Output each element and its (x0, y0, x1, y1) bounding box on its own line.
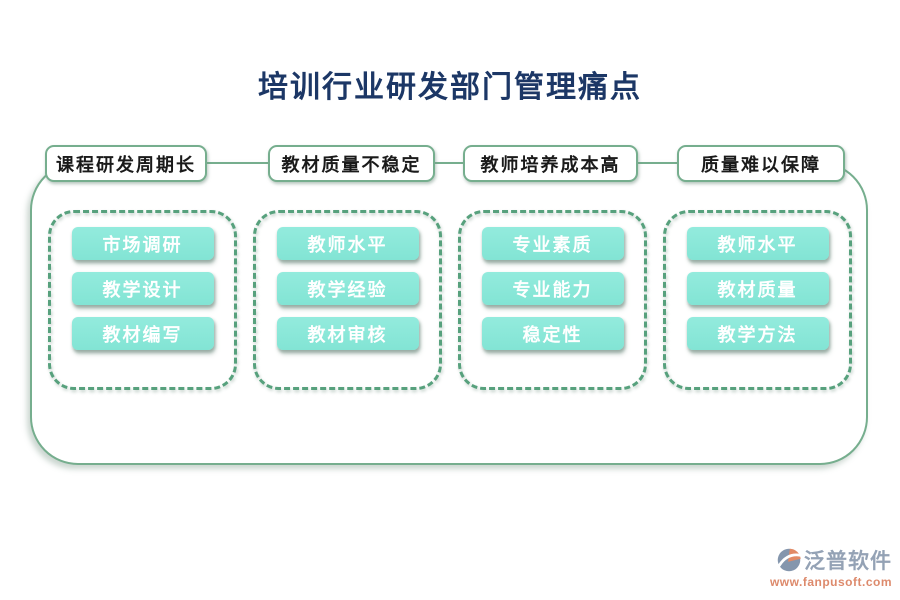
pain-point-item: 专业能力 (481, 272, 624, 305)
group-header-badge-2: 教材质量不稳定 (268, 145, 435, 182)
group-box-2: 教师水平 教学经验 教材审核 (253, 210, 442, 390)
pain-point-item: 市场调研 (71, 227, 214, 260)
pain-point-item: 教学方法 (686, 317, 829, 350)
group-box-4: 教师水平 教材质量 教学方法 (663, 210, 852, 390)
brand-watermark: 泛普软件 www.fanpusoft.com (742, 547, 892, 589)
brand-url: www.fanpusoft.com (769, 575, 892, 589)
pain-point-item: 教师水平 (276, 227, 419, 260)
pain-point-item: 教材审核 (276, 317, 419, 350)
group-header-badge-4: 质量难以保障 (677, 145, 845, 182)
brand-name: 泛普软件 (804, 547, 892, 573)
group-box-1: 市场调研 教学设计 教材编写 (48, 210, 237, 390)
group-header-badge-1: 课程研发周期长 (45, 145, 207, 182)
pain-point-item: 专业素质 (481, 227, 624, 260)
group-box-3: 专业素质 专业能力 稳定性 (458, 210, 647, 390)
pain-point-item: 教学设计 (71, 272, 214, 305)
group-header-badge-3: 教师培养成本高 (463, 145, 638, 182)
pain-point-item: 教材质量 (686, 272, 829, 305)
pain-point-item: 教学经验 (276, 272, 419, 305)
pain-point-item: 教师水平 (686, 227, 829, 260)
pain-point-item: 教材编写 (71, 317, 214, 350)
fanpu-logo-icon (777, 548, 802, 572)
page-title: 培训行业研发部门管理痛点 (258, 70, 642, 105)
pain-point-item: 稳定性 (481, 317, 624, 350)
